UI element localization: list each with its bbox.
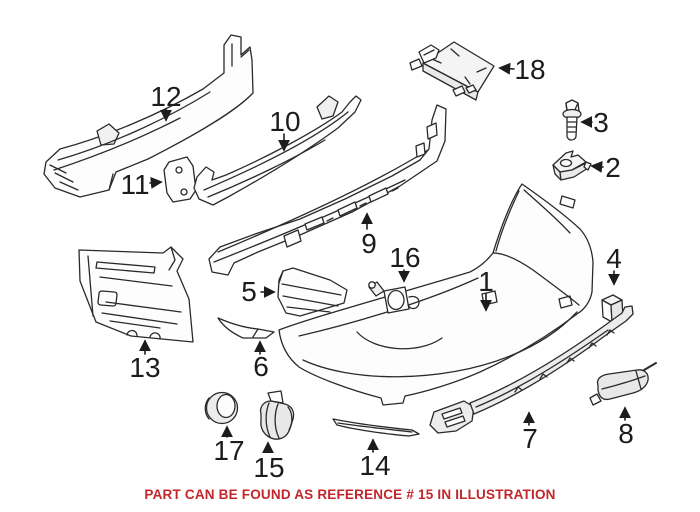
callout-9-label: 9 (361, 228, 377, 259)
callout-11-label: 11 (120, 169, 149, 200)
part-14-molding-strip-drawing (332, 418, 420, 437)
callout-8: 8 (618, 406, 634, 449)
part-5-side-support-bracket-drawing (277, 267, 348, 317)
part-6-corner-piece-drawing (217, 317, 275, 339)
callout-5: 5 (241, 276, 276, 307)
callout-8-label: 8 (618, 418, 634, 449)
part-7-lower-trim-strip-drawing (429, 305, 634, 434)
callout-12: 12 (150, 81, 182, 122)
callout-1: 1 (478, 266, 494, 312)
callout-13-label: 13 (129, 352, 160, 383)
callout-7-label: 7 (522, 423, 538, 454)
part-16-sensor-holder-drawing (368, 281, 420, 314)
part-12-upper-impact-bar-drawing (43, 34, 254, 198)
callout-10: 10 (269, 106, 301, 152)
callout-13: 13 (129, 339, 161, 383)
callout-15-label: 15 (253, 452, 284, 483)
callouts: 12 11 10 18 3 2 9 16 (120, 54, 633, 483)
callout-2-label: 2 (605, 152, 621, 183)
part-8-trim-end-piece-drawing (589, 362, 657, 406)
callout-4: 4 (606, 243, 622, 286)
part-2-clip-nut-drawing (552, 150, 592, 181)
part-3-bolt-drawing (562, 99, 582, 141)
callout-11: 11 (120, 169, 163, 200)
callout-17-label: 17 (213, 435, 244, 466)
callout-14-label: 14 (359, 450, 390, 481)
part-17-grommet-drawing (204, 391, 239, 425)
callout-16-label: 16 (389, 242, 420, 273)
reference-note: PART CAN BE FOUND AS REFERENCE # 15 IN I… (144, 487, 556, 502)
part-10-reinforcement-bar-drawing (193, 95, 362, 206)
callout-2: 2 (590, 152, 621, 183)
callout-6-label: 6 (253, 351, 269, 382)
callout-18: 18 (498, 54, 546, 85)
callout-5-label: 5 (241, 276, 257, 307)
part-15-parking-sensor-drawing (259, 390, 295, 440)
callout-6: 6 (253, 340, 269, 382)
callout-14: 14 (359, 438, 391, 481)
part-9-lower-impact-bar-drawing (208, 104, 447, 276)
callout-4-label: 4 (606, 243, 622, 274)
callout-3: 3 (580, 107, 609, 138)
part-11-mounting-plate-drawing (163, 156, 197, 203)
callout-16: 16 (389, 242, 421, 283)
callout-11-arrow (149, 176, 163, 189)
callout-7: 7 (522, 411, 538, 454)
callout-3-label: 3 (593, 107, 609, 138)
callout-17: 17 (213, 425, 245, 466)
callout-15: 15 (253, 441, 285, 483)
part-13-side-shield-panel-drawing (78, 246, 194, 343)
callout-10-label: 10 (269, 106, 300, 137)
part-18-control-module-drawing (409, 41, 495, 101)
callout-12-label: 12 (150, 81, 181, 112)
callout-9: 9 (361, 212, 377, 259)
callout-18-arrow (498, 62, 515, 75)
callout-18-label: 18 (514, 54, 545, 85)
callout-1-label: 1 (478, 266, 494, 297)
part-1-bumper-cover-drawing (278, 183, 594, 406)
callout-2-arrow (590, 160, 604, 173)
